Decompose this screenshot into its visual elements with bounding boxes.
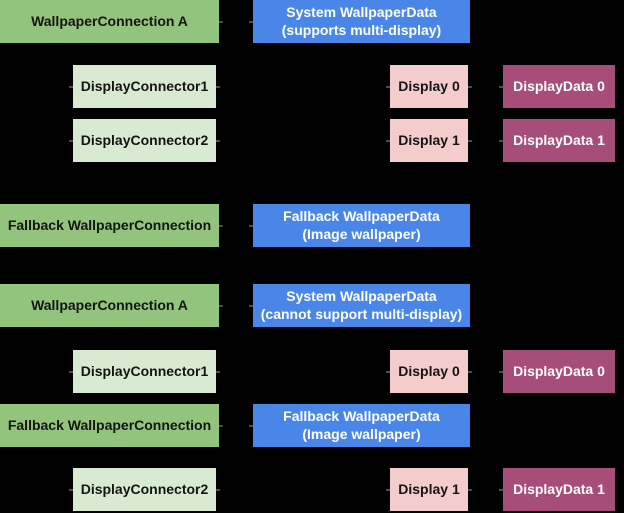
box-system-wallpaper-data-multi: System WallpaperData (supports multi-dis… bbox=[249, 0, 470, 43]
box-display-connector-1: DisplayConnector1 bbox=[69, 65, 220, 108]
box-display-connector-1b: DisplayConnector1 bbox=[69, 350, 220, 393]
box-wallpaper-connection-a: WallpaperConnection A bbox=[0, 0, 223, 43]
box-display-connector-2b: DisplayConnector2 bbox=[69, 468, 220, 511]
box-system-wallpaper-data-single: System WallpaperData (cannot support mul… bbox=[249, 284, 470, 327]
box-display-1: Display 1 bbox=[386, 119, 472, 162]
box-display-data-0b: DisplayData 0 bbox=[499, 350, 615, 393]
box-display-0b: Display 0 bbox=[386, 350, 472, 393]
box-display-data-1: DisplayData 1 bbox=[499, 119, 615, 162]
box-fallback-wallpaper-connection-2: Fallback WallpaperConnection bbox=[0, 404, 223, 447]
box-fallback-wallpaper-connection: Fallback WallpaperConnection bbox=[0, 204, 223, 247]
box-display-data-1b: DisplayData 1 bbox=[499, 468, 615, 511]
box-wallpaper-connection-a-2: WallpaperConnection A bbox=[0, 284, 223, 327]
box-display-connector-2: DisplayConnector2 bbox=[69, 119, 220, 162]
box-display-0: Display 0 bbox=[386, 65, 472, 108]
box-display-1b: Display 1 bbox=[386, 468, 472, 511]
box-display-data-0: DisplayData 0 bbox=[499, 65, 615, 108]
box-fallback-wallpaper-data-2: Fallback WallpaperData (Image wallpaper) bbox=[249, 404, 470, 447]
box-fallback-wallpaper-data: Fallback WallpaperData (Image wallpaper) bbox=[249, 204, 470, 247]
